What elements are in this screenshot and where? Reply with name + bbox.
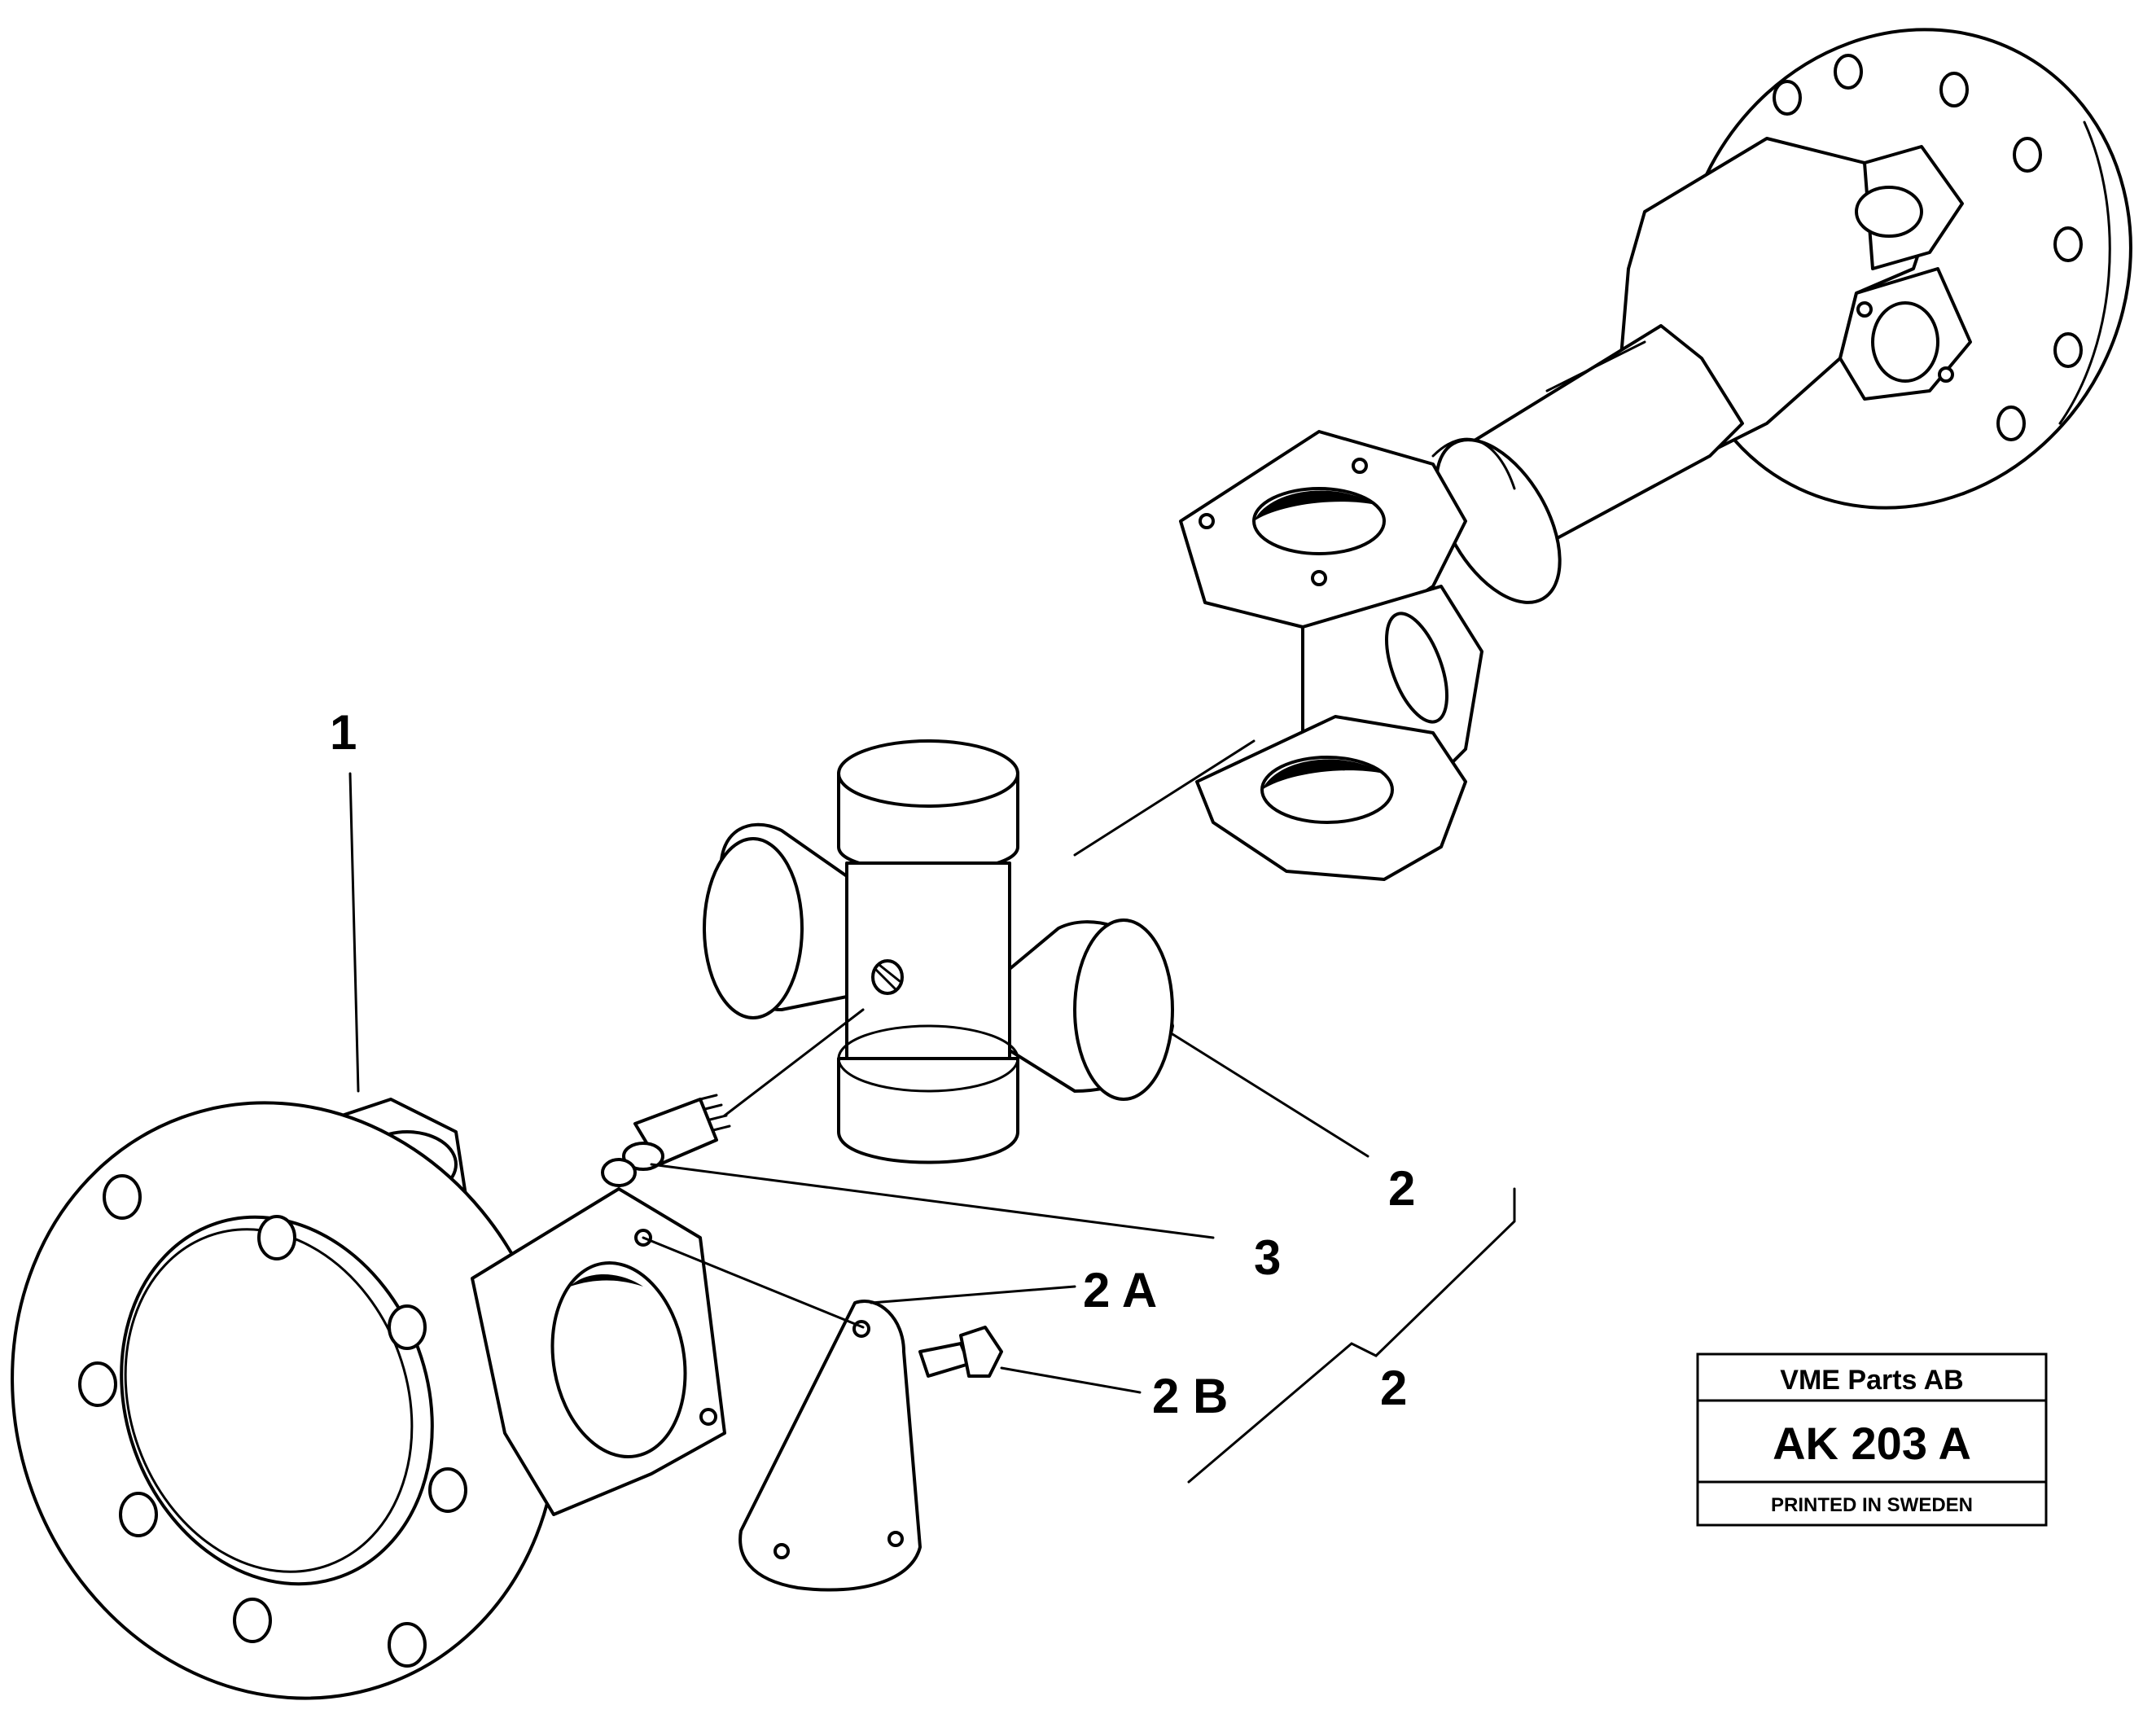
callout-2a: 2 A — [1083, 1263, 1157, 1317]
callout-labels: 1 2 3 2 A 2 B 2 — [330, 705, 1415, 1423]
stamp-code: AK 203 A — [1773, 1418, 1971, 1469]
callout-1: 1 — [330, 705, 357, 760]
propeller-shaft-assembly — [1073, 28, 2132, 881]
callout-3: 3 — [1254, 1230, 1281, 1285]
callout-2-cross: 2 — [1388, 1161, 1415, 1216]
callout-2b: 2 B — [1152, 1369, 1228, 1423]
flange-bolt-holes — [78, 1174, 467, 1668]
callout-2-bracket: 2 — [1380, 1361, 1407, 1415]
shaft-tube — [1431, 324, 1744, 604]
leader-lines — [348, 772, 1516, 1484]
lock-plate-bolt — [918, 1326, 1003, 1378]
publisher-stamp: VME Parts AB AK 203 A PRINTED IN SWEDEN — [1696, 1352, 2048, 1527]
shaft-near-yoke — [1073, 430, 1483, 881]
stamp-company: VME Parts AB — [1780, 1365, 1963, 1396]
grease-nipple — [601, 1008, 865, 1187]
flange-yoke — [11, 1098, 726, 1700]
stamp-printed: PRINTED IN SWEDEN — [1771, 1494, 1973, 1516]
universal-joint-cross — [703, 739, 1174, 1164]
lock-plate — [738, 1300, 922, 1592]
